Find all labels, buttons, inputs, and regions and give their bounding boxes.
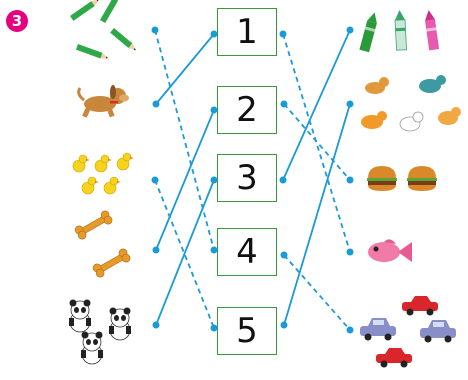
fish-picture xyxy=(368,239,412,262)
left-dot-1[interactable] xyxy=(151,26,159,34)
line-5-to-animals xyxy=(283,103,351,326)
box-5-right-dot[interactable] xyxy=(280,321,288,329)
exercise-number-badge: 3 xyxy=(6,10,28,32)
bone-group-picture xyxy=(74,210,131,278)
box-1-right-dot[interactable] xyxy=(279,30,287,38)
line-3-to-crayons xyxy=(282,29,351,181)
number-box-5[interactable]: 5 xyxy=(217,307,277,355)
right-dot-2[interactable] xyxy=(346,100,354,108)
box-5-left-dot[interactable] xyxy=(210,324,218,332)
right-dot-3[interactable] xyxy=(346,176,354,184)
line-bones-to-2 xyxy=(155,109,215,251)
left-dot-3[interactable] xyxy=(151,176,159,184)
box-2-left-dot[interactable] xyxy=(210,106,218,114)
chick-group-picture xyxy=(72,152,134,195)
animal-group-picture xyxy=(361,75,461,132)
dashed-line-1-to-fish xyxy=(282,33,351,253)
box-4-left-dot[interactable] xyxy=(210,246,218,254)
right-dot-5[interactable] xyxy=(346,326,354,334)
hamburger-group-picture xyxy=(367,166,437,191)
pencil-group-picture xyxy=(70,0,136,59)
box-3-left-dot[interactable] xyxy=(210,176,218,184)
panda-group-picture xyxy=(69,299,131,365)
dashed-line-pencils-to-4 xyxy=(154,29,215,251)
left-dot-4[interactable] xyxy=(152,246,160,254)
right-dot-1[interactable] xyxy=(346,26,354,34)
left-dot-5[interactable] xyxy=(152,321,160,329)
left-dot-2[interactable] xyxy=(152,100,160,108)
line-pandas-to-3 xyxy=(155,179,215,326)
number-box-4[interactable]: 4 xyxy=(217,228,277,276)
dashed-line-4-to-cars xyxy=(283,254,351,331)
box-3-right-dot[interactable] xyxy=(279,176,287,184)
box-2-right-dot[interactable] xyxy=(280,100,288,108)
number-box-3[interactable]: 3 xyxy=(217,154,277,202)
line-dog-to-1 xyxy=(155,33,215,105)
number-box-1[interactable]: 1 xyxy=(217,8,277,56)
dashed-line-2-to-burgers xyxy=(283,103,351,181)
number-box-2[interactable]: 2 xyxy=(217,86,277,134)
car-group-picture xyxy=(360,296,456,368)
box-4-right-dot[interactable] xyxy=(280,251,288,259)
crayon-group-picture xyxy=(359,10,440,53)
dog-picture xyxy=(77,85,129,118)
right-dot-4[interactable] xyxy=(346,248,354,256)
box-1-left-dot[interactable] xyxy=(210,30,218,38)
